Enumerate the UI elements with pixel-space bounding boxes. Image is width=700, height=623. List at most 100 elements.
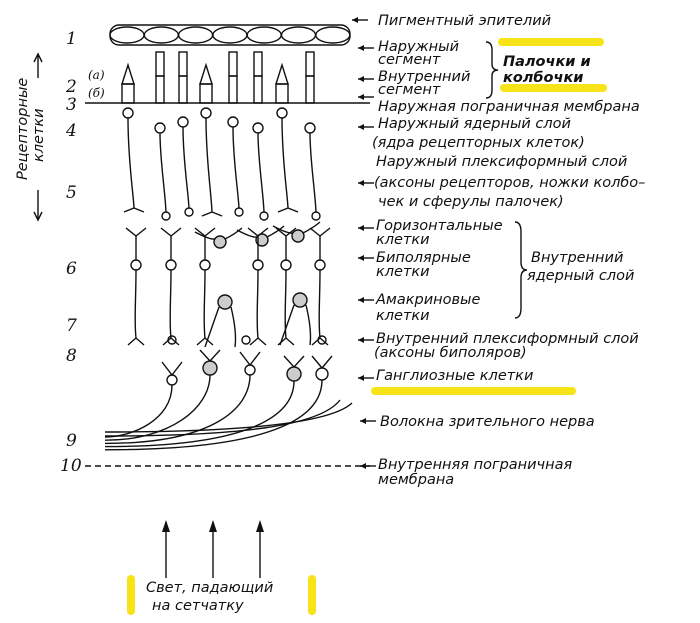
arrow-head	[33, 211, 43, 222]
cone-inner-segment	[121, 83, 135, 104]
optic-nerve-fiber	[104, 399, 341, 437]
label-inner-plexiform: Внутренний плексиформный слой	[376, 331, 639, 347]
label-amacrine-cells-2: клетки	[376, 308, 430, 324]
optic-nerve-fiber	[104, 380, 295, 448]
cone-inner-segment	[275, 83, 289, 104]
receptor-nucleus	[122, 107, 134, 119]
arrow-head	[352, 17, 358, 23]
plexiform-terminal	[241, 335, 251, 345]
rod-spherule	[259, 211, 269, 221]
sublabel-b: (б)	[88, 86, 105, 100]
bipolar-axon	[311, 269, 329, 346]
label-arrows	[352, 17, 376, 469]
arrow-head	[256, 520, 264, 532]
side-label-line1: Рецепторные	[15, 78, 31, 180]
pigment-cell	[212, 26, 248, 44]
retina-cells	[104, 24, 353, 451]
label-horizontal-cells: Горизонтальные	[376, 218, 503, 234]
layer-number: 2	[65, 77, 77, 97]
ganglion-dendrite	[199, 349, 221, 363]
highlight-bar	[308, 575, 316, 615]
layer-number: 1	[66, 29, 77, 49]
label-inner-segment-2: сегмент	[378, 82, 441, 98]
amacrine-process	[279, 304, 312, 346]
label-inner-plexiform-2: (аксоны биполяров)	[374, 345, 527, 361]
label-rods-cones: Палочки и	[503, 54, 591, 70]
pigment-cell	[109, 26, 145, 44]
amacrine-cell	[292, 292, 308, 308]
label-outer-nuclear-layer: Наружный ядерный слой	[378, 116, 571, 132]
ganglion-cell	[202, 360, 218, 376]
horizontal-cell-process	[272, 221, 321, 234]
receptor-axon	[232, 126, 240, 209]
cone-outer-segment	[275, 62, 289, 85]
rod-spherule	[311, 211, 321, 221]
optic-nerve-fiber	[104, 374, 251, 445]
arrow-head	[358, 76, 364, 82]
arrow-head	[358, 45, 364, 51]
arrow-head	[358, 180, 364, 186]
receptor-nucleus	[227, 116, 239, 128]
highlight-bar	[371, 387, 576, 395]
brace-inner-nuclear	[514, 221, 528, 319]
label-outer-nuclear-layer-2: (ядра рецепторных клеток)	[372, 135, 585, 151]
receptor-nucleus	[154, 122, 166, 134]
receptor-cells-side-label: Рецепторные клетки	[15, 52, 47, 222]
arrow-head	[358, 225, 364, 231]
label-outer-segment: Наружный	[378, 39, 459, 55]
sublabel-a: (а)	[88, 68, 105, 82]
receptor-nucleus	[252, 122, 264, 134]
bipolar-dendrite	[309, 227, 331, 260]
bipolar-axon	[127, 269, 145, 346]
layer-number: 9	[66, 431, 77, 451]
cone-inner-segment	[199, 83, 213, 104]
arrow-head	[358, 94, 364, 100]
layer-number: 4	[65, 121, 77, 141]
bipolar-dendrite	[160, 227, 182, 260]
pigment-cell	[246, 26, 282, 44]
receptor-axon	[257, 132, 265, 213]
amacrine-cell	[217, 294, 233, 310]
highlight-bar	[127, 575, 135, 615]
horizontal-cell	[291, 229, 305, 243]
brace-rods-cones	[485, 41, 499, 99]
rod-inner-segment	[253, 75, 263, 104]
bipolar-dendrite	[247, 227, 269, 260]
label-inner-nuclear-layer: Внутренний	[531, 250, 623, 266]
arrow-head	[360, 418, 366, 424]
receptor-nucleus	[276, 107, 288, 119]
highlight-bar	[498, 38, 604, 46]
cone-pedicle	[201, 211, 223, 217]
bipolar-cell	[165, 259, 177, 271]
arrow-head	[360, 463, 366, 469]
label-outer-plexiform-2: (аксоны рецепторов, ножки колбо–	[374, 175, 645, 191]
rod-inner-segment	[155, 75, 165, 104]
ganglion-dendrite	[283, 355, 305, 369]
horizontal-cell	[213, 235, 227, 249]
bipolar-dendrite	[194, 227, 216, 260]
bipolar-cell	[280, 259, 292, 271]
label-bipolar-cells: Биполярные	[376, 250, 471, 266]
receptor-nucleus	[177, 116, 189, 128]
receptor-axon	[159, 132, 167, 213]
label-pigment-epithelium: Пигментный эпителий	[378, 13, 551, 29]
horizontal-cell	[255, 233, 269, 247]
rod-spherule	[184, 207, 194, 217]
receptor-axon	[309, 132, 317, 213]
bipolar-axon	[277, 269, 295, 346]
horizontal-cell-process	[194, 227, 243, 240]
pigment-cell	[315, 26, 351, 44]
bipolar-axon	[162, 269, 180, 346]
arrow-head	[358, 337, 364, 343]
ganglion-dendrite	[161, 361, 183, 377]
bipolar-cell	[199, 259, 211, 271]
ganglion-dendrite	[311, 355, 333, 370]
arrow-head	[33, 52, 43, 63]
label-horizontal-cells-2: клетки	[376, 232, 430, 248]
ganglion-dendrite	[239, 351, 261, 367]
side-label-line2: клетки	[31, 108, 47, 162]
bipolar-dendrite	[125, 227, 147, 260]
label-inner-nuclear-layer-2: ядерный слой	[527, 268, 634, 284]
bipolar-dendrite	[275, 227, 297, 260]
